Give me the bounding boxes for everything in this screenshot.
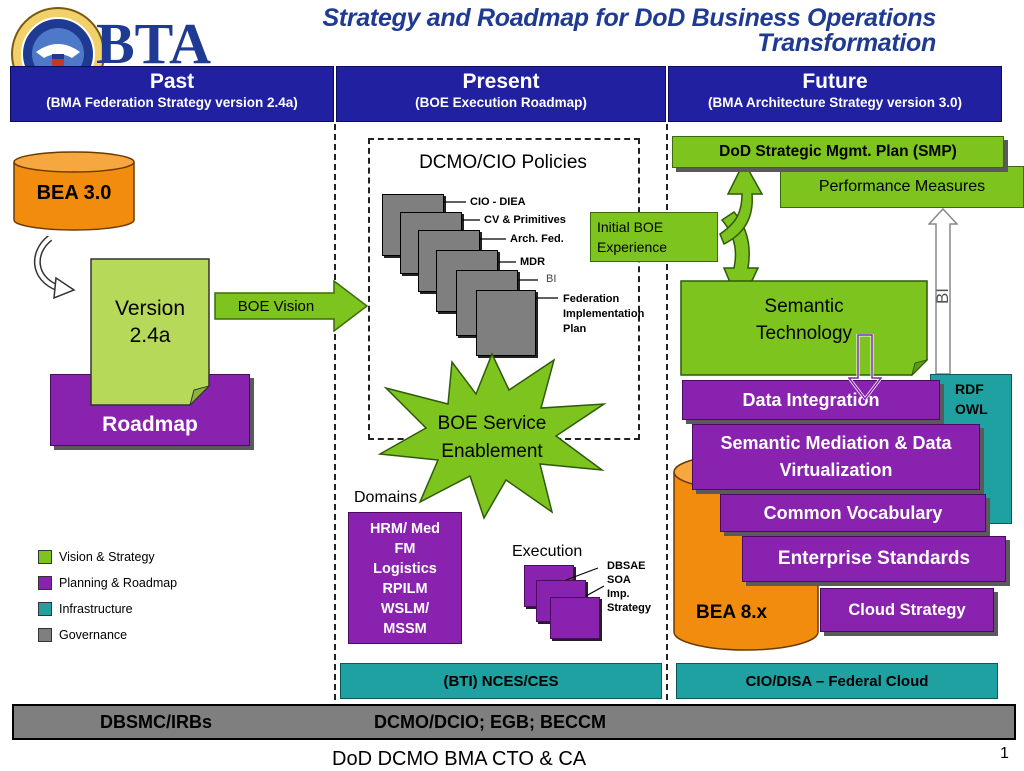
slide-title: Strategy and Roadmap for DoD Business Op…	[230, 4, 937, 62]
cloud-strategy-box: Cloud Strategy	[820, 588, 994, 632]
execution-item: Strategy	[607, 602, 652, 614]
semantic-tech-doc: Semantic Technology	[680, 280, 928, 376]
domains-label: Domains	[354, 489, 418, 506]
doc-label-mdr: MDR	[520, 256, 546, 268]
header-present: Present (BOE Execution Roadmap)	[336, 66, 666, 122]
doc-leaders	[440, 196, 570, 306]
data-integration-box: Data Integration	[682, 380, 940, 420]
owl-label: OWL	[955, 401, 988, 417]
common-vocab-label: Common Vocabulary	[763, 502, 943, 523]
execution-label: Execution	[512, 543, 583, 560]
initial-boe-label: Initial BOE Experience	[597, 219, 668, 255]
footer-text: DoD DCMO BMA CTO & CA	[332, 748, 587, 770]
header-future: Future (BMA Architecture Strategy versio…	[668, 66, 1002, 122]
version-doc: Version 2.4a	[90, 258, 210, 406]
governance-left: DBSMC/IRBs	[100, 712, 213, 732]
legend-swatch	[38, 550, 52, 564]
roadmap-label: Roadmap	[102, 413, 198, 436]
doc-label-arch-fed: Arch. Fed.	[510, 233, 564, 245]
boe-vision-label: BOE Vision	[237, 297, 315, 315]
legend-label: Vision & Strategy	[59, 550, 155, 564]
legend-swatch	[38, 602, 52, 616]
domain-item: HRM/ Med	[369, 521, 441, 537]
rdf-label: RDF	[955, 381, 984, 397]
execution-item: DBSAE	[607, 560, 646, 572]
starburst-label: BOE Service Enablement	[437, 413, 547, 462]
federal-cloud-label: CIO/DISA – Federal Cloud	[745, 672, 929, 690]
semantic-mediation-label: Semantic Mediation & Data Virtualization	[720, 433, 952, 480]
execution-item: SOA	[607, 574, 631, 586]
cloud-strategy-label: Cloud Strategy	[848, 600, 966, 619]
nces-bar: (BTI) NCES/CES	[340, 663, 662, 699]
bi-arrow: BI	[927, 207, 959, 376]
down-arrow-icon	[845, 333, 885, 402]
header-future-title: Future	[802, 70, 868, 93]
data-integration-label: Data Integration	[742, 389, 880, 410]
enterprise-std-box: Enterprise Standards	[742, 536, 1006, 582]
federal-cloud-bar: CIO/DISA – Federal Cloud	[676, 663, 998, 699]
legend-swatch	[38, 576, 52, 590]
performance-label: Performance Measures	[818, 178, 986, 195]
domain-item: MSSM	[383, 621, 427, 637]
bea-3-cylinder: BEA 3.0	[12, 150, 136, 232]
legend-item: Infrastructure	[38, 596, 238, 622]
legend-item: Governance	[38, 622, 238, 648]
domain-item: FM	[394, 541, 416, 557]
smp-label: DoD Strategic Mgmt. Plan (SMP)	[719, 143, 957, 160]
header-present-subtitle: (BOE Execution Roadmap)	[415, 95, 587, 110]
semantic-tech-label: Semantic Technology	[755, 296, 853, 344]
policies-title: DCMO/CIO Policies	[419, 152, 587, 173]
curved-arrow-icon	[30, 235, 76, 302]
bta-logo: BTA	[96, 11, 211, 76]
doc-label-cv-primitives: CV & Primitives	[484, 214, 566, 226]
page-number: 1	[1000, 745, 1009, 762]
doc-label-bi: BI	[546, 273, 557, 285]
domains-box: HRM/ Med FM Logistics RPILM WSLM/ MSSM	[348, 512, 462, 644]
legend-item: Vision & Strategy	[38, 544, 238, 570]
common-vocab-box: Common Vocabulary	[720, 494, 986, 532]
performance-box: Performance Measures	[780, 166, 1024, 208]
title-line-1: Strategy and Roadmap for DoD Business Op…	[322, 4, 937, 32]
legend: Vision & Strategy Planning & Roadmap Inf…	[38, 544, 238, 644]
governance-bar: DBSMC/IRBs DCMO/DCIO; EGB; BECCM	[12, 704, 1016, 740]
execution-items: DBSAE SOA Imp. Strategy	[607, 559, 667, 615]
title-line-2: Transformation	[757, 29, 936, 57]
governance-right: DCMO/DCIO; EGB; BECCM	[374, 712, 606, 732]
execution-leaders	[560, 560, 610, 620]
smp-box: DoD Strategic Mgmt. Plan (SMP)	[672, 136, 1004, 168]
legend-label: Planning & Roadmap	[59, 576, 178, 590]
header-past-subtitle: (BMA Federation Strategy version 2.4a)	[46, 95, 298, 110]
domain-item: Logistics	[373, 561, 437, 577]
separator-right	[666, 124, 668, 700]
header-future-subtitle: (BMA Architecture Strategy version 3.0)	[707, 95, 963, 110]
domain-item: RPILM	[382, 581, 428, 597]
enterprise-std-label: Enterprise Standards	[777, 548, 971, 569]
boe-vision-arrow: BOE Vision	[214, 280, 368, 332]
domain-item: WSLM/	[380, 601, 430, 617]
version-label: Version 2.4a	[114, 297, 186, 347]
execution-item: Imp.	[607, 588, 630, 600]
bea-3-label: BEA 3.0	[36, 181, 112, 204]
boe-starburst: BOE Service Enablement	[376, 352, 608, 520]
nces-label: (BTI) NCES/CES	[443, 672, 559, 690]
separator-left	[334, 124, 336, 700]
execution-doc	[550, 597, 600, 639]
legend-label: Governance	[59, 628, 128, 642]
header-past-title: Past	[149, 70, 195, 93]
legend-label: Infrastructure	[59, 602, 133, 616]
bea-8-label: BEA 8.x	[696, 602, 768, 623]
bi-label: BI	[933, 287, 952, 305]
legend-item: Planning & Roadmap	[38, 570, 238, 596]
header-past: Past (BMA Federation Strategy version 2.…	[10, 66, 334, 122]
policy-doc	[476, 290, 536, 356]
initial-boe-box: Initial BOE Experience	[590, 212, 718, 262]
header-present-title: Present	[462, 70, 540, 93]
semantic-mediation-box: Semantic Mediation & Data Virtualization	[692, 424, 980, 490]
doc-label-cio-diea: CIO - DIEA	[470, 196, 526, 208]
legend-swatch	[38, 628, 52, 642]
doc-label-federation-plan: Federation Implementation Plan	[563, 293, 645, 335]
